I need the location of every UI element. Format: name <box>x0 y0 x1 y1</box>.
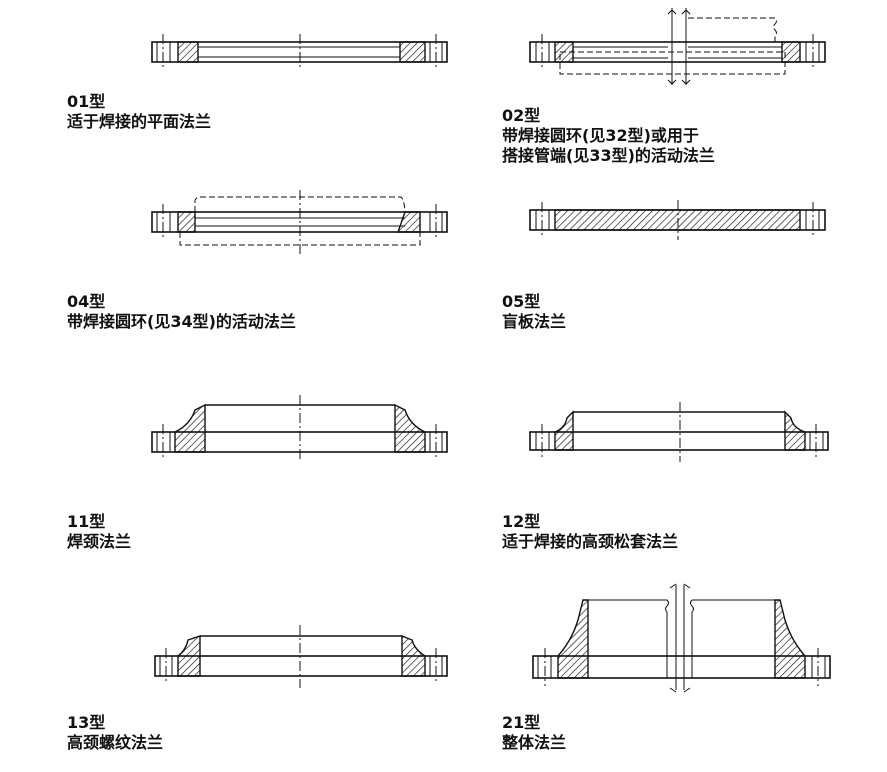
type-code: 13型 <box>67 713 106 732</box>
type-description: 高颈螺纹法兰 <box>67 733 164 752</box>
type-description: 适于焊接的平面法兰 <box>67 112 212 131</box>
drawing-type-13 <box>154 625 448 688</box>
drawing-type-11 <box>151 395 448 462</box>
label-type-12: 12型 适于焊接的高颈松套法兰 <box>502 512 678 552</box>
label-type-13: 13型 高颈螺纹法兰 <box>67 713 163 753</box>
drawing-type-04 <box>151 190 448 255</box>
type-description: 盲板法兰 <box>502 312 567 331</box>
type-code: 04型 <box>67 292 106 311</box>
type-description: 带焊接圆环(见32型)或用于 <box>502 126 699 145</box>
drawing-type-21 <box>532 583 831 693</box>
label-type-01: 01型 适于焊接的平面法兰 <box>67 92 211 132</box>
label-type-21: 21型 整体法兰 <box>502 713 566 753</box>
type-code: 12型 <box>502 512 541 531</box>
type-code: 05型 <box>502 292 541 311</box>
type-code: 01型 <box>67 92 106 111</box>
label-type-02: 02型 带焊接圆环(见32型)或用于 搭接管端(见33型)的活动法兰 <box>502 106 715 166</box>
type-code: 21型 <box>502 713 541 732</box>
drawing-type-01 <box>151 34 448 70</box>
type-description: 适于焊接的高颈松套法兰 <box>502 532 679 551</box>
type-description: 整体法兰 <box>502 733 567 752</box>
label-type-11: 11型 焊颈法兰 <box>67 512 131 552</box>
drawing-type-02 <box>529 8 826 85</box>
type-code: 11型 <box>67 512 106 531</box>
type-description: 搭接管端(见33型)的活动法兰 <box>502 146 715 165</box>
label-type-04: 04型 带焊接圆环(见34型)的活动法兰 <box>67 292 296 332</box>
type-description: 焊颈法兰 <box>67 532 132 551</box>
type-description: 带焊接圆环(见34型)的活动法兰 <box>67 312 296 331</box>
drawing-type-05 <box>529 200 826 240</box>
type-code: 02型 <box>502 106 541 125</box>
label-type-05: 05型 盲板法兰 <box>502 292 566 332</box>
drawing-type-12 <box>529 402 829 462</box>
